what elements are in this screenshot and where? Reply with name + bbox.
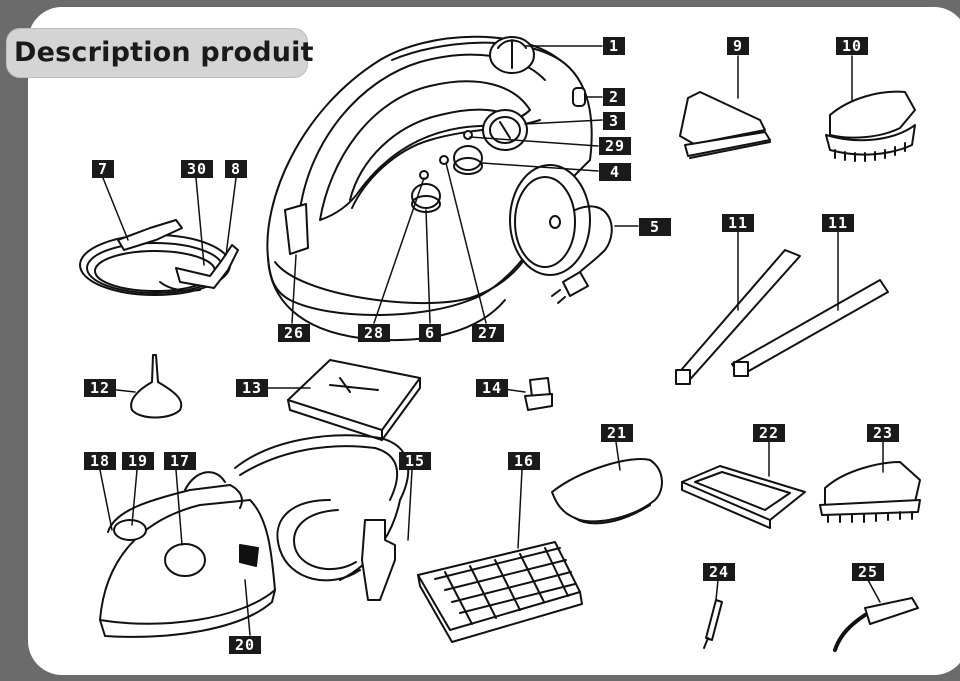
- scrub-brush-icon: [825, 90, 916, 162]
- label-15: 15: [399, 452, 431, 470]
- label-29: 29: [599, 137, 631, 155]
- label-23: 23: [867, 424, 899, 442]
- iron-cable-icon: [234, 434, 410, 601]
- label-26: 26: [278, 324, 310, 342]
- floor-tool-plate-icon: [287, 359, 421, 441]
- label-28: 28: [358, 324, 390, 342]
- microfiber-cloths-icon: [551, 458, 663, 525]
- label-3: 3: [603, 112, 625, 130]
- label-14: 14: [476, 379, 508, 397]
- label-20: 20: [229, 636, 261, 654]
- floor-brush-icon: [819, 461, 921, 523]
- cloth-frame-icon: [681, 465, 806, 529]
- label-11b: 11: [822, 214, 854, 232]
- hose-socket-icon: [284, 203, 309, 255]
- label-11a: 11: [722, 214, 754, 232]
- label-19: 19: [122, 452, 154, 470]
- label-10: 10: [836, 37, 868, 55]
- steam-iron-icon: [99, 471, 276, 638]
- label-1: 1: [603, 37, 625, 55]
- label-25: 25: [852, 563, 884, 581]
- funnel-icon: [130, 354, 183, 419]
- label-6: 6: [419, 324, 441, 342]
- wheel-icon: [509, 164, 591, 276]
- label-5: 5: [639, 218, 671, 236]
- switch-icon: [572, 87, 586, 107]
- title-tab: [6, 28, 308, 78]
- label-27: 27: [472, 324, 504, 342]
- label-9: 9: [727, 37, 749, 55]
- label-8: 8: [225, 160, 247, 178]
- indicator-light-27: [439, 155, 449, 165]
- label-21: 21: [601, 424, 633, 442]
- extension-tube-b-icon: [731, 279, 889, 377]
- steam-hose-icon: [79, 219, 239, 296]
- label-2: 2: [603, 88, 625, 106]
- steam-knob-icon: [453, 145, 483, 175]
- concentrator-nozzle-icon: [703, 599, 723, 649]
- label-17: 17: [164, 452, 196, 470]
- label-18: 18: [84, 452, 116, 470]
- label-12: 12: [84, 379, 116, 397]
- power-cord-icon: [551, 205, 613, 304]
- label-13: 13: [236, 379, 268, 397]
- pressure-gauge-icon: [482, 109, 528, 151]
- label-24: 24: [703, 563, 735, 581]
- label-30: 30: [181, 160, 213, 178]
- iron-sole-grid-icon: [417, 541, 583, 643]
- label-16: 16: [508, 452, 540, 470]
- extension-tube-a-icon: [675, 249, 801, 385]
- safety-cap-icon: [489, 36, 535, 74]
- round-brush-icon: [524, 377, 553, 411]
- window-squeegee-icon: [679, 91, 771, 159]
- label-22: 22: [753, 424, 785, 442]
- steam-cleaner-body: [266, 35, 593, 342]
- page-title: Description produit: [14, 37, 314, 68]
- label-4: 4: [599, 163, 631, 181]
- label-7: 7: [92, 160, 114, 178]
- angled-nozzle-icon: [833, 597, 919, 652]
